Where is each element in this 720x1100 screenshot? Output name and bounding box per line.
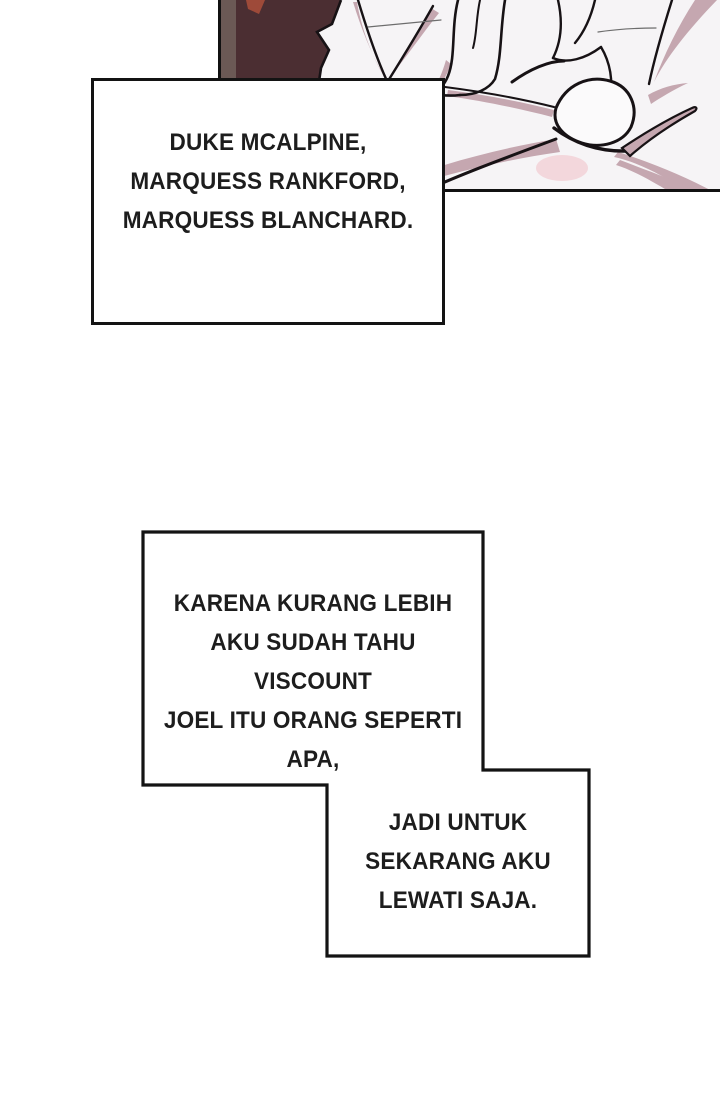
- outlined-shadow-leaf: [620, 106, 698, 158]
- figure-hair-group: [218, 0, 343, 89]
- speech-text-1: DUKE MCALPINE, MARQUESS RANKFORD, MARQUE…: [122, 129, 414, 234]
- sleeve-cuff-shape: [553, 77, 636, 147]
- fabric-line-group: [356, 0, 674, 192]
- speech-text-2: KARENA KURANG LEBIH AKU SUDAH TAHU VISCO…: [163, 590, 463, 773]
- speech-bubble-2-3-outline: [141, 530, 591, 958]
- speech-bubble-1: DUKE MCALPINE, MARQUESS RANKFORD, MARQUE…: [91, 78, 445, 325]
- speech-text-3: JADI UNTUK SEKARANG AKU LEWATI SAJA.: [365, 809, 551, 914]
- merged-bubble-shape: [141, 530, 591, 958]
